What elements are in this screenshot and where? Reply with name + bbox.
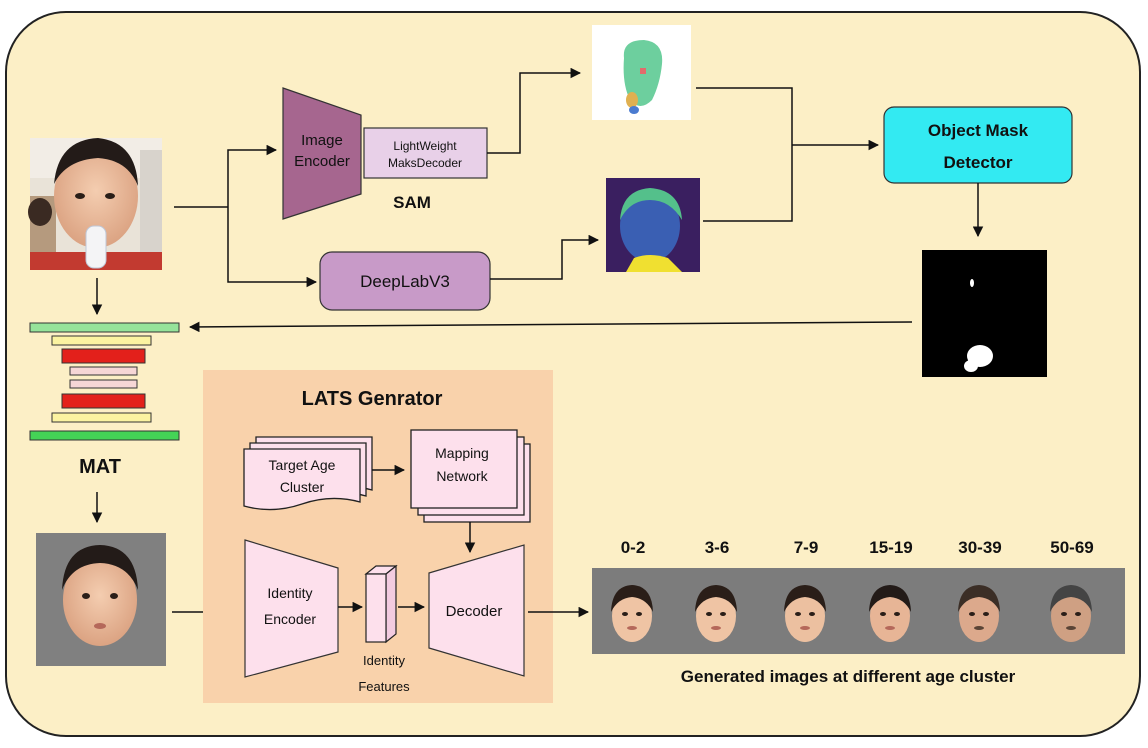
identity-features-block — [364, 564, 398, 644]
age-label: 15-19 — [869, 538, 912, 557]
generated-face — [695, 585, 737, 642]
mapping-label-1: Mapping — [435, 445, 489, 461]
target-age-cluster — [243, 436, 373, 511]
sam-encoder-label-2: Encoder — [294, 153, 350, 170]
input-photo — [28, 138, 162, 270]
lats-title: LATS Genrator — [302, 388, 443, 410]
generated-face — [611, 585, 653, 642]
sam-decoder-label-2: MaksDecoder — [388, 156, 462, 170]
age-label: 7-9 — [794, 538, 819, 557]
generated-images-strip — [592, 568, 1125, 654]
age-label: 50-69 — [1050, 538, 1093, 557]
generated-face — [869, 585, 911, 642]
age-label: 3-6 — [705, 538, 730, 557]
deeplab-segmentation-output — [606, 178, 700, 272]
lats-decoder — [428, 544, 525, 677]
sam-encoder-label-1: Image — [301, 132, 343, 149]
deeplab-label: DeepLabV3 — [360, 272, 450, 291]
mapping-network — [410, 429, 531, 523]
identity-encoder-label-2: Encoder — [264, 611, 316, 627]
decoder-label: Decoder — [446, 603, 503, 620]
age-label: 30-39 — [958, 538, 1001, 557]
generated-face — [958, 585, 1000, 642]
identity-features-label-2: Features — [358, 679, 410, 694]
target-age-label-1: Target Age — [269, 457, 336, 473]
detector-label-2: Detector — [944, 153, 1013, 172]
detector-label-1: Object Mask — [928, 121, 1029, 140]
mat-label: MAT — [79, 456, 121, 478]
deeplab-block — [319, 251, 491, 311]
mat-network — [29, 322, 180, 441]
mapping-label-2: Network — [436, 468, 488, 484]
mat-output-face — [36, 533, 166, 666]
identity-features-label-1: Identity — [363, 653, 405, 668]
generated-face — [1050, 585, 1092, 642]
identity-encoder-label-1: Identity — [267, 585, 312, 601]
age-label: 0-2 — [621, 538, 646, 557]
sam-decoder-label-1: LightWeight — [393, 139, 457, 153]
sam-mask-output — [592, 25, 691, 120]
output-caption: Generated images at different age cluste… — [681, 667, 1016, 686]
generated-face — [784, 585, 826, 642]
target-age-label-2: Cluster — [280, 479, 325, 495]
sam-mask-decoder — [363, 127, 488, 179]
sam-image-encoder — [282, 87, 362, 220]
identity-encoder — [244, 539, 339, 678]
binary-mask-image — [922, 250, 1047, 377]
sam-label: SAM — [393, 193, 431, 212]
